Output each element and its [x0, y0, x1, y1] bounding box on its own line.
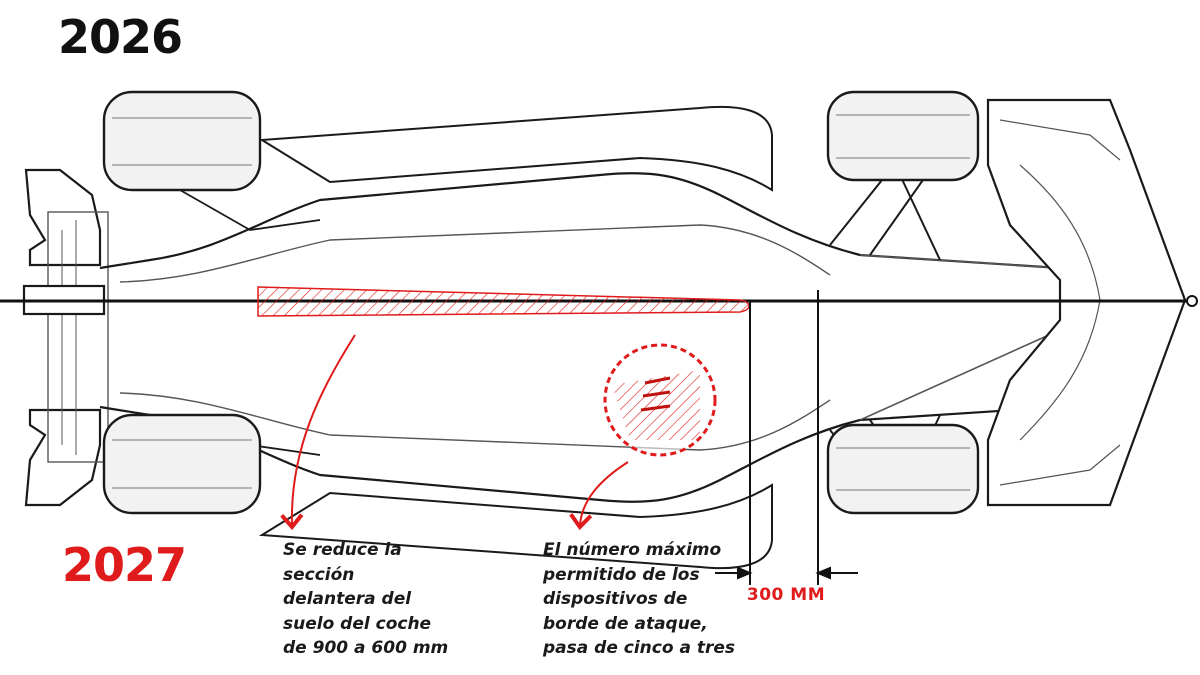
floor-reduction-note: Se reduce la sección delantera del suelo… — [283, 538, 448, 661]
floor-note-line: delantera del — [283, 589, 412, 609]
floor-note-line: de 900 a 600 mm — [283, 638, 449, 658]
floor-note-line: sección — [283, 564, 355, 585]
tyre-front-left — [826, 90, 980, 182]
dimension-label: 300 MM — [746, 585, 826, 605]
rear-wing — [24, 168, 109, 507]
car-body — [22, 105, 1069, 570]
devices-note-line: permitido de los — [543, 564, 700, 585]
dimension-300mm — [715, 290, 858, 585]
floor-note-line: suelo del coche — [283, 613, 432, 634]
year-2026-heading: 2026 — [58, 10, 183, 64]
leading-edge-devices-note: El número máximo permitido de los dispos… — [543, 538, 735, 661]
devices-note-line: El número máximo — [543, 540, 722, 560]
devices-note-line: dispositivos de — [543, 589, 688, 609]
tyre-rear-right — [102, 413, 262, 515]
tyre-rear-left — [102, 90, 262, 192]
year-2027-heading: 2027 — [62, 538, 187, 592]
floor-reduction-hatch — [257, 286, 750, 317]
tyre-front-right — [826, 423, 980, 515]
floor-arrow — [280, 334, 356, 531]
devices-arrow — [569, 461, 629, 531]
leading-edge-devices-callout — [603, 343, 717, 457]
floor-note-line: Se reduce la — [283, 540, 402, 560]
devices-note-line: borde de ataque, — [543, 613, 708, 634]
devices-note-line: pasa de cinco a tres — [543, 638, 735, 658]
